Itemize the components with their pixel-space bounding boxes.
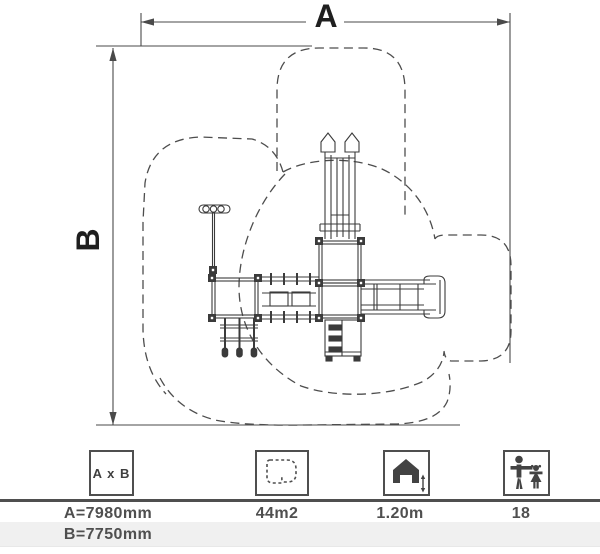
- a-x-b-label: A x B: [92, 465, 131, 481]
- left-platform: [211, 277, 259, 319]
- value-safety-area: 44m2: [255, 505, 299, 522]
- b-row-stripe: [0, 522, 600, 546]
- plan-drawing: A B: [70, 0, 512, 426]
- bottom-divider: [0, 546, 600, 547]
- equipment: [198, 132, 446, 362]
- dimension-b-label: B: [70, 228, 106, 251]
- center-deck: [318, 282, 362, 319]
- legend-box-fall-height: [383, 450, 430, 496]
- dimension-a: [140, 13, 511, 363]
- legend-box-footprint: A x B: [89, 450, 134, 496]
- legend-box-safety-area: [255, 450, 309, 496]
- east-slide: [361, 275, 446, 319]
- dimension-b: [96, 45, 460, 426]
- value-capacity: 18: [511, 505, 531, 522]
- value-fall-height: 1.20m: [376, 505, 424, 522]
- fireman-pole: [198, 204, 231, 266]
- legend-divider-rule: [0, 499, 600, 502]
- safety-zone-outline: [142, 47, 512, 426]
- value-footprint-a: A=7980mm: [63, 505, 153, 522]
- dimension-a-label: A: [314, 0, 337, 34]
- house-height-icon: [393, 459, 426, 493]
- height-arrow-icon: [420, 474, 426, 493]
- house-icon: [393, 459, 419, 483]
- climbing-wall: [324, 319, 362, 362]
- adult-child-icon: [510, 455, 543, 489]
- legend-box-capacity: [503, 450, 550, 496]
- safety-area-icon: [266, 459, 297, 484]
- tower-slide: [319, 132, 361, 239]
- upper-platform: [318, 240, 362, 284]
- value-footprint-b: B=7750mm: [63, 526, 153, 543]
- bridge: [258, 273, 319, 323]
- stairs: [220, 318, 258, 358]
